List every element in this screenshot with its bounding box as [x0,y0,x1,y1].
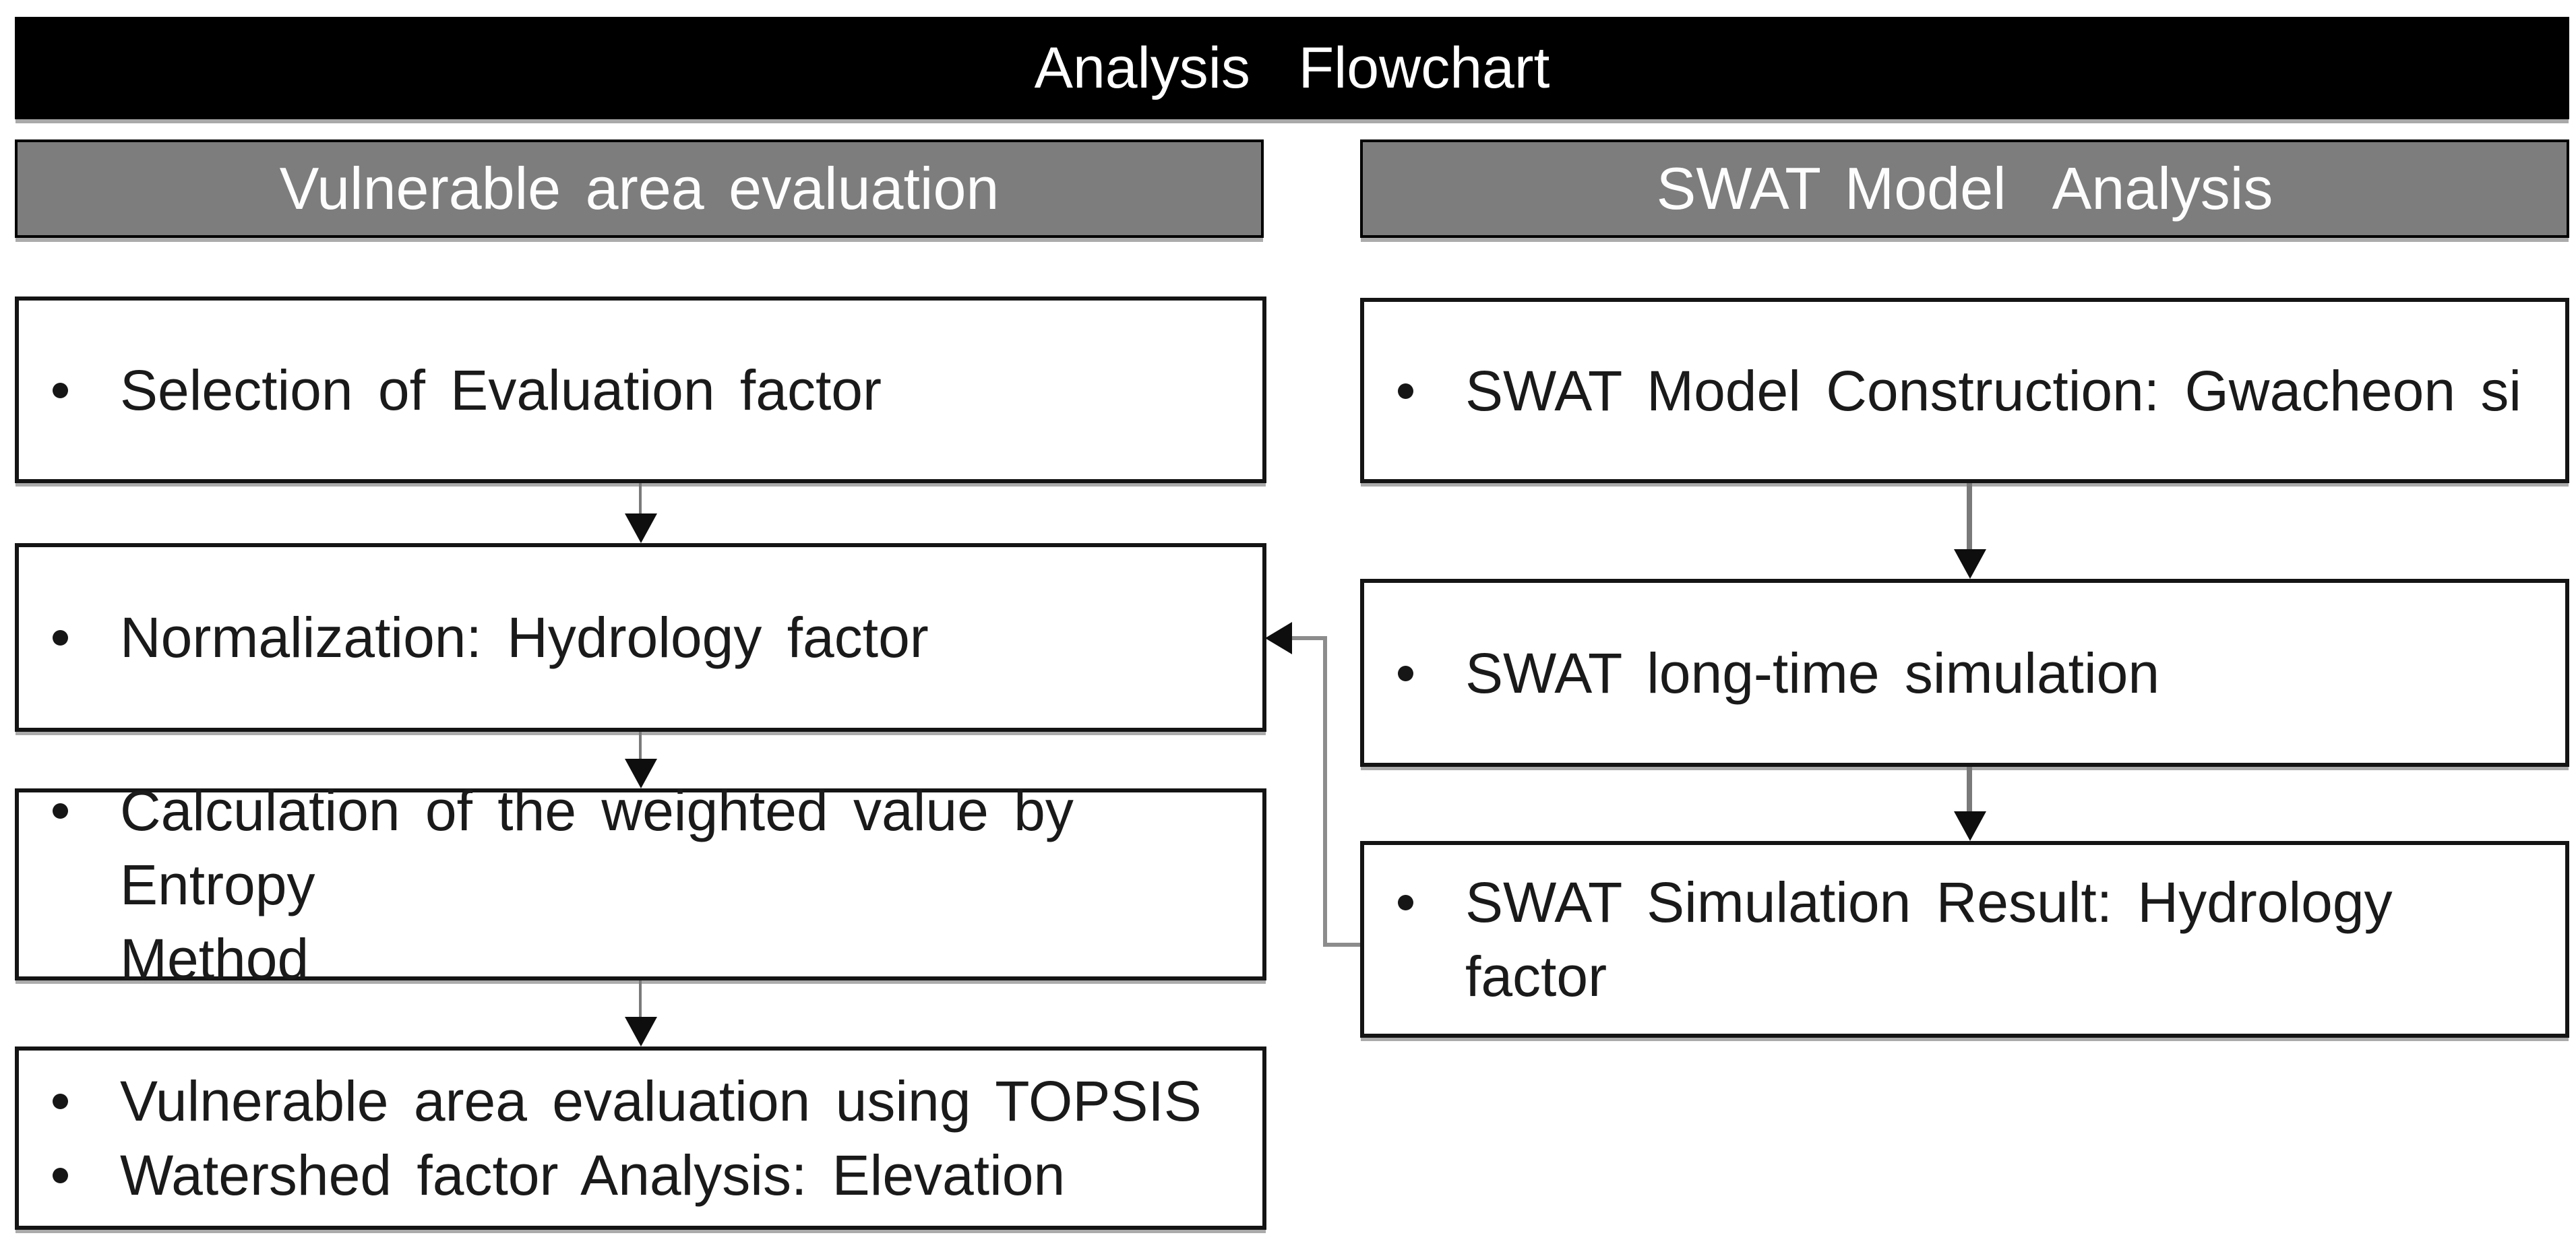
connector-result-to-normalization-segment [1323,636,1327,947]
list-item: Selection of Evaluation factor [19,353,1262,427]
list-item: Normalization: Hydrology factor [19,600,1262,675]
bullet-icon [1398,665,1413,681]
arrowhead-down-icon [1954,549,1986,579]
box-weighted-value-entropy-method: Calculation of the weighted value by Ent… [15,779,1266,991]
arrow-entropy-to-topsis [625,980,657,1046]
bullet-icon [53,630,68,646]
box-text: Watershed factor Analysis: Elevation [120,1144,1066,1207]
connector-result-to-normalization-segment [1323,943,1360,947]
arrow-normalization-to-entropy [625,732,657,788]
arrow-line [1967,767,1972,814]
box-selection-of-evaluation-factor: Selection of Evaluation factor [15,296,1266,483]
arrow-line [639,483,642,516]
box-text: Normalization: Hydrology factor [120,606,929,669]
bullet-icon [53,1168,68,1183]
box-text: SWAT Simulation Result: Hydrology factor [1465,871,2418,1008]
arrowhead-down-icon [1954,811,1986,841]
header-swat-model-analysis: SWAT Model Analysis [1360,139,2569,238]
list-item: SWAT Model Construction: Gwacheon si [1364,354,2565,428]
list-item: Watershed factor Analysis: Elevation [19,1138,1262,1212]
box-topsis-and-watershed-analysis: Vulnerable area evaluation using TOPSIS … [15,1046,1266,1230]
box-text: SWAT Model Construction: Gwacheon si [1465,358,2522,423]
box-text: Selection of Evaluation factor [120,358,882,422]
header-vulnerable-area-evaluation: Vulnerable area evaluation [15,139,1264,238]
box-text: Vulnerable area evaluation using TOPSIS [120,1069,1202,1133]
right-column-header-label: SWAT Model Analysis [1656,155,2273,222]
box-text: SWAT long-time simulation [1465,641,2160,705]
list-item: Vulnerable area evaluation using TOPSIS [19,1064,1262,1138]
box-text: Calculation of the weighted value by Ent… [120,778,1074,991]
arrow-simulation-to-result [1954,767,1986,841]
bullet-icon [1398,383,1413,399]
bullet-icon [53,803,68,819]
arrow-selection-to-normalization [625,483,657,543]
arrowhead-down-icon [625,759,657,788]
left-column-header-label: Vulnerable area evaluation [279,155,1000,222]
list-item: SWAT Simulation Result: Hydrology factor [1364,865,2565,1013]
flowchart-title-bar: Analysis Flowchart [15,17,2569,119]
arrow-line [639,732,642,761]
box-swat-model-construction: SWAT Model Construction: Gwacheon si [1360,298,2569,483]
arrow-line [639,980,642,1020]
list-item: SWAT long-time simulation [1364,636,2565,710]
arrowhead-down-icon [625,1017,657,1046]
box-swat-long-time-simulation: SWAT long-time simulation [1360,579,2569,767]
list-item: Calculation of the weighted value by Ent… [19,774,1262,996]
arrowhead-left-icon [1265,622,1292,654]
box-swat-simulation-result: SWAT Simulation Result: Hydrology factor [1360,841,2569,1038]
connector-result-to-normalization-segment [1288,636,1327,640]
arrow-line [1967,483,1972,552]
flowchart-title: Analysis Flowchart [1034,35,1550,100]
bullet-icon [53,382,68,398]
arrow-construction-to-simulation [1954,483,1986,579]
bullet-icon [1398,895,1413,910]
bullet-icon [53,1094,68,1109]
arrowhead-down-icon [625,513,657,543]
box-normalization-hydrology-factor: Normalization: Hydrology factor [15,543,1266,732]
